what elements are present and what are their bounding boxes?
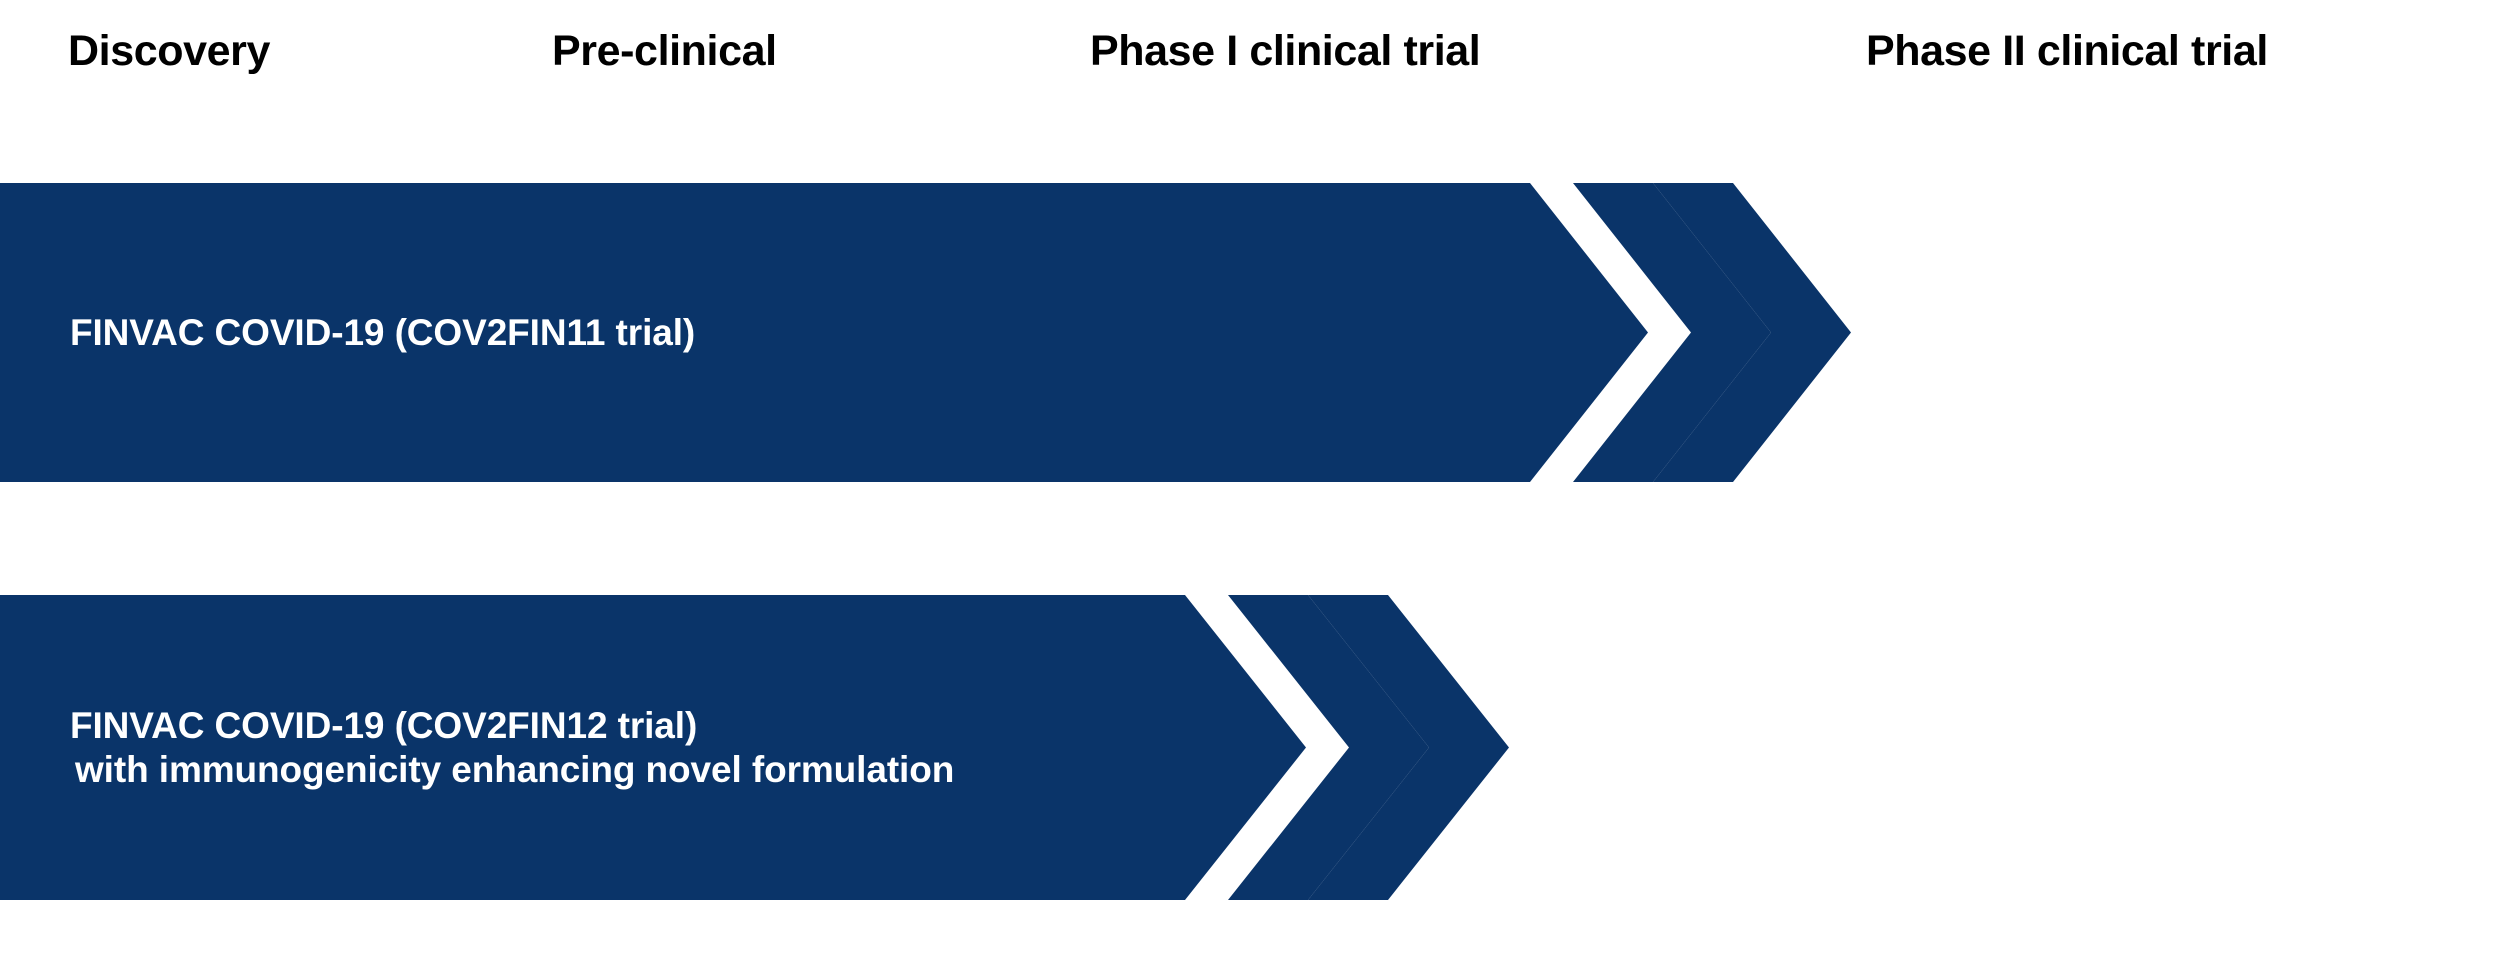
- phase-header-pre-clinical: Pre-clinical: [552, 27, 777, 75]
- arrow-label-line-1: FINVAC COVID-19 (COV2FIN11 trial): [70, 311, 696, 353]
- arrow-body-icon: [0, 183, 1648, 482]
- arrow-label-cov2fin12: FINVAC COVID-19 (COV2FIN12 trial) with i…: [70, 595, 954, 900]
- chevron-1-icon: [1573, 183, 1771, 482]
- arrow-label-line-1: FINVAC COVID-19 (COV2FIN12 trial): [70, 704, 698, 746]
- phase-header-discovery: Discovery: [68, 27, 270, 75]
- pipeline-row-cov2fin12: FINVAC COVID-19 (COV2FIN12 trial) with i…: [0, 595, 1560, 900]
- arrow-label-cov2fin11: FINVAC COVID-19 (COV2FIN11 trial): [70, 183, 695, 482]
- phase-header-phase-i-clinical-trial: Phase I clinical trial: [1090, 27, 1481, 75]
- phase-header-phase-ii-clinical-trial: Phase II clinical trial: [1866, 27, 2268, 75]
- arrow-body-icon: [0, 595, 1306, 900]
- arrow-bar-cov2fin11: [0, 183, 1851, 482]
- pipeline-row-cov2fin11: FINVAC COVID-19 (COV2FIN11 trial): [0, 183, 1890, 482]
- chevron-2-icon: [1653, 183, 1851, 482]
- chevron-1-icon: [1228, 595, 1429, 900]
- arrow-bar-cov2fin12: [0, 595, 1509, 900]
- chevron-2-icon: [1308, 595, 1509, 900]
- arrow-label-line-2: with immunogenicity enhancing novel form…: [75, 748, 955, 790]
